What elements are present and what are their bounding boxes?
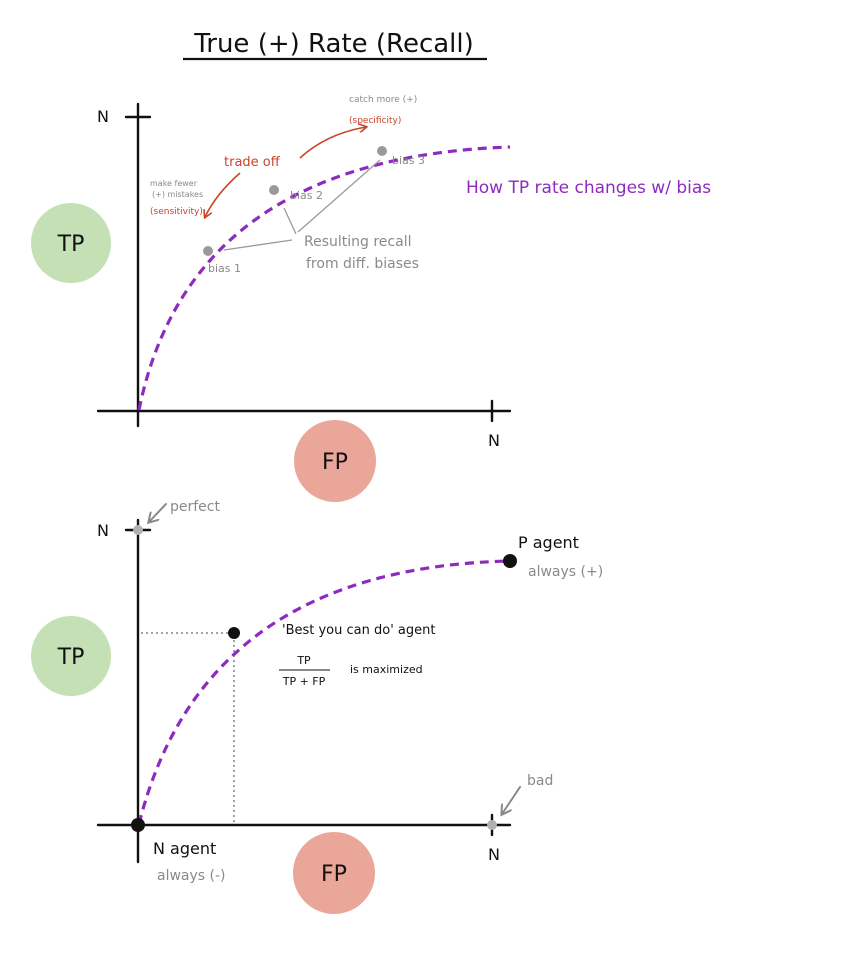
bottom-tp-label: TP [57, 645, 85, 670]
top-diagram: N N TP FP How TP rate changes w/ bias bi… [31, 95, 711, 502]
bottom-tp-circle [31, 616, 111, 696]
bottom-x-max-label: N [488, 845, 500, 864]
maximized-label: is maximized [350, 663, 423, 676]
top-tp-circle [31, 203, 111, 283]
bottom-recall-curve [137, 559, 511, 825]
bias-1-point [203, 246, 213, 256]
top-fp-label: FP [322, 450, 348, 475]
best-agent-label: 'Best you can do' agent [282, 623, 435, 638]
bias-2-label: bias 2 [290, 189, 323, 202]
bias-1-label: bias 1 [208, 262, 241, 275]
bottom-fp-label: FP [321, 862, 347, 887]
p-agent-label: P agent [518, 533, 579, 552]
n-agent-label: N agent [153, 839, 216, 858]
perfect-arrow [149, 503, 167, 522]
fraction-denominator: TP + FP [282, 675, 326, 688]
p-agent-note: always (+) [528, 564, 603, 580]
best-agent-guides [141, 632, 235, 822]
bottom-diagram: N N TP FP perfect bad P agent always (+)… [31, 499, 603, 914]
bad-arrow [502, 786, 521, 814]
bias-3-point [377, 146, 387, 156]
tradeoff-label: trade off [224, 155, 281, 170]
bad-point [487, 820, 497, 830]
perfect-point [133, 525, 143, 535]
resulting-recall-line-2: from diff. biases [306, 256, 419, 272]
best-agent-point [228, 627, 240, 639]
perfect-label: perfect [170, 499, 220, 515]
curve-label: How TP rate changes w/ bias [466, 178, 711, 198]
left-note-line-2: (+) mistakes [152, 190, 203, 199]
n-agent-note: always (-) [157, 868, 226, 884]
bottom-fp-circle [293, 832, 375, 914]
tradeoff-arrow-right [299, 127, 366, 159]
top-fp-circle [294, 420, 376, 502]
bias-3-label: bias 3 [392, 154, 425, 167]
leader-bias-2 [283, 207, 297, 235]
top-tp-label: TP [57, 232, 85, 257]
bottom-y-max-label: N [97, 521, 109, 540]
right-note: catch more (+) [349, 95, 417, 105]
p-agent-point [503, 554, 517, 568]
specificity-label: (specificity) [349, 116, 401, 126]
top-x-max-label: N [488, 431, 500, 450]
leader-bias-1 [223, 239, 293, 251]
leader-bias-3 [297, 159, 381, 233]
bad-label: bad [527, 773, 553, 789]
sensitivity-label: (sensitivity) [150, 207, 203, 217]
bias-2-point [269, 185, 279, 195]
top-recall-curve [137, 145, 511, 411]
top-y-max-label: N [97, 107, 109, 126]
fraction-numerator: TP [296, 654, 311, 667]
page-title: True (+) Rate (Recall) [193, 29, 474, 59]
resulting-recall-line-1: Resulting recall [304, 234, 411, 250]
n-agent-point [131, 818, 145, 832]
left-note-line-1: make fewer [150, 179, 198, 188]
tradeoff-arrow-left [205, 172, 241, 217]
